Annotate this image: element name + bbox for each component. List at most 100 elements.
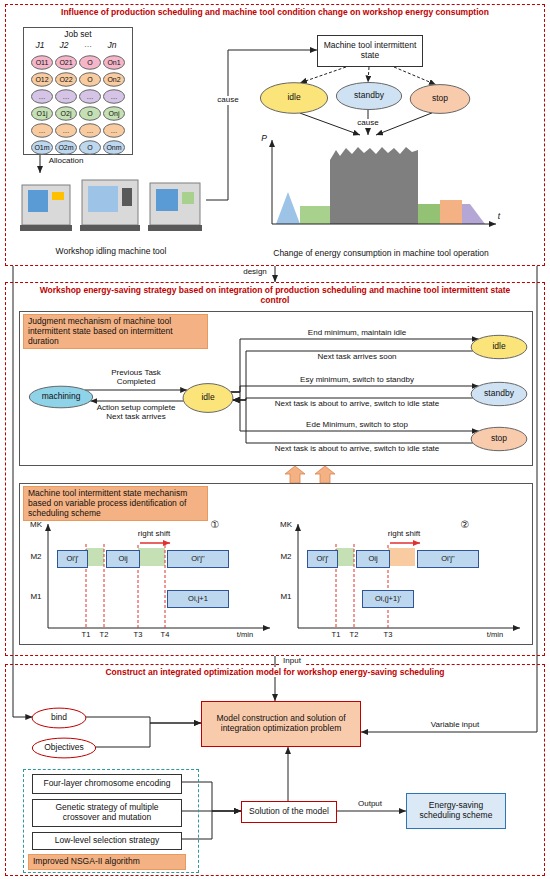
process-block-text: Oij bbox=[368, 555, 377, 564]
operation-circle-text: O1j bbox=[37, 110, 48, 117]
connector-arrow bbox=[368, 67, 369, 83]
ellipse-shape bbox=[31, 141, 52, 155]
process-block-text: Oi'j'' bbox=[191, 555, 204, 564]
state-ellipse-text: idle bbox=[492, 342, 505, 352]
ellipsis-label: … bbox=[80, 41, 96, 50]
edge-label: Next task is about to arrive, switch to … bbox=[250, 400, 464, 409]
mechanism-box-text: Machine tool intermittent state mechanis… bbox=[23, 486, 208, 521]
ellipse-shape bbox=[55, 56, 76, 70]
operation-circle-text: On1 bbox=[107, 59, 120, 66]
state-ellipse: stop bbox=[470, 426, 528, 452]
connector-arrow bbox=[40, 155, 41, 173]
connector-arrow bbox=[275, 656, 276, 701]
operation-circle: O bbox=[79, 106, 101, 121]
section-frame-text: Workshop energy-saving strategy based on… bbox=[40, 285, 511, 305]
energy-chart: Change of energy consumption in machine … bbox=[256, 135, 506, 261]
energy-chart-text: Change of energy consumption in machine … bbox=[273, 248, 488, 258]
connector-arrow bbox=[231, 392, 479, 431]
solution-box-text: Solution of the model bbox=[249, 807, 329, 817]
state-ellipse-text: standby bbox=[484, 389, 514, 399]
operation-circle: On2 bbox=[103, 72, 125, 87]
process-block: Oij bbox=[106, 550, 140, 568]
gantt-axis bbox=[298, 628, 520, 629]
algorithm-group: Improved NSGA-II algorithmFour-layer chr… bbox=[23, 769, 199, 873]
state-ellipse-text: standby bbox=[354, 91, 384, 101]
ellipse-shape bbox=[79, 56, 100, 70]
machine-body bbox=[82, 180, 138, 225]
operation-circle-text: O2j bbox=[61, 110, 72, 117]
process-block-text: Oij bbox=[118, 555, 127, 564]
ellipse-shape bbox=[103, 124, 124, 138]
machine-panel bbox=[182, 192, 194, 204]
section-frame-text: Construct an integrated optimization mod… bbox=[105, 667, 444, 677]
section-frame-text: Influence of production scheduling and m… bbox=[61, 7, 489, 17]
ellipse-shape bbox=[103, 107, 124, 121]
connector-arrow bbox=[288, 747, 289, 801]
operation-circle-text: O21 bbox=[59, 59, 72, 66]
ellipse-shape bbox=[31, 90, 52, 104]
ellipse-shape bbox=[79, 141, 100, 155]
edge-label: design bbox=[239, 268, 271, 277]
shift-arrow bbox=[140, 542, 170, 544]
idle-gap bbox=[138, 548, 165, 566]
axis-label: t/min bbox=[230, 631, 260, 639]
job-set-box-text: Job set bbox=[64, 29, 91, 39]
operation-circle: On1 bbox=[103, 55, 125, 70]
ellipse-shape bbox=[55, 107, 76, 121]
case-number: ① bbox=[208, 519, 222, 530]
edge-label: Ede Minimum, switch to stop bbox=[250, 421, 464, 430]
state-ellipse: idle bbox=[259, 81, 329, 115]
operation-circle: O22 bbox=[55, 72, 77, 87]
ellipse-shape bbox=[55, 90, 76, 104]
connector-arrow bbox=[206, 50, 317, 200]
strategy-box: Four-layer chromosome encoding bbox=[32, 774, 182, 794]
model-box: Model construction and solution of integ… bbox=[201, 701, 361, 747]
machine-tools bbox=[20, 180, 202, 231]
gantt-axis bbox=[48, 524, 49, 628]
operation-circle-text: O11 bbox=[36, 59, 49, 66]
state-ellipse: machining bbox=[28, 385, 94, 409]
machine-body bbox=[150, 183, 200, 225]
machine-panel bbox=[52, 192, 64, 200]
connector-arrow bbox=[233, 351, 473, 400]
standby-gap bbox=[388, 548, 415, 566]
state-ellipse: idle bbox=[182, 382, 234, 414]
power-chart bbox=[272, 140, 496, 224]
operation-circle: … bbox=[103, 123, 125, 138]
ellipse-shape bbox=[29, 386, 92, 408]
operation-circle-text: O22 bbox=[59, 76, 72, 83]
time-label: T1 bbox=[330, 631, 342, 639]
ellipse-shape bbox=[471, 427, 527, 450]
strategy-box: Genetic strategy of multiple crossover a… bbox=[32, 799, 182, 827]
connector-arrow bbox=[376, 113, 432, 135]
ellipse-shape bbox=[55, 73, 76, 87]
operation-circle: O2j bbox=[55, 106, 77, 121]
shift-label: right shift bbox=[381, 530, 427, 539]
time-label: T3 bbox=[132, 631, 144, 639]
output-box-text: Energy-saving scheduling scheme bbox=[410, 801, 502, 821]
power-series bbox=[330, 147, 418, 224]
operation-circle-text: O bbox=[87, 144, 92, 151]
state-ellipse-text: stop bbox=[432, 94, 448, 104]
machine-illustration: Workshop idling machine tool bbox=[16, 173, 206, 259]
process-block-text: Oi'j' bbox=[66, 555, 78, 564]
connector-arrow bbox=[182, 811, 241, 839]
gantt-axis bbox=[48, 628, 270, 629]
power-series bbox=[300, 206, 330, 224]
edge-label: Output bbox=[352, 800, 388, 809]
machine-label: M2 bbox=[277, 553, 295, 562]
operation-circle: O1j bbox=[31, 106, 53, 121]
time-label: T3 bbox=[382, 631, 394, 639]
machine-illustration-text: Workshop idling machine tool bbox=[56, 246, 167, 256]
ellipse-shape bbox=[79, 124, 100, 138]
machine-window bbox=[156, 189, 178, 211]
state-ellipse: standby bbox=[470, 381, 528, 407]
machine-base bbox=[80, 225, 140, 231]
connector-arrow bbox=[90, 401, 183, 402]
edge-label: Input bbox=[279, 657, 305, 666]
ellipse-shape bbox=[260, 83, 327, 114]
edge-label: Next task is about to arrive, switch to … bbox=[250, 445, 464, 454]
connector-arrow bbox=[96, 723, 202, 747]
power-series bbox=[462, 204, 485, 224]
time-marker bbox=[354, 544, 355, 628]
